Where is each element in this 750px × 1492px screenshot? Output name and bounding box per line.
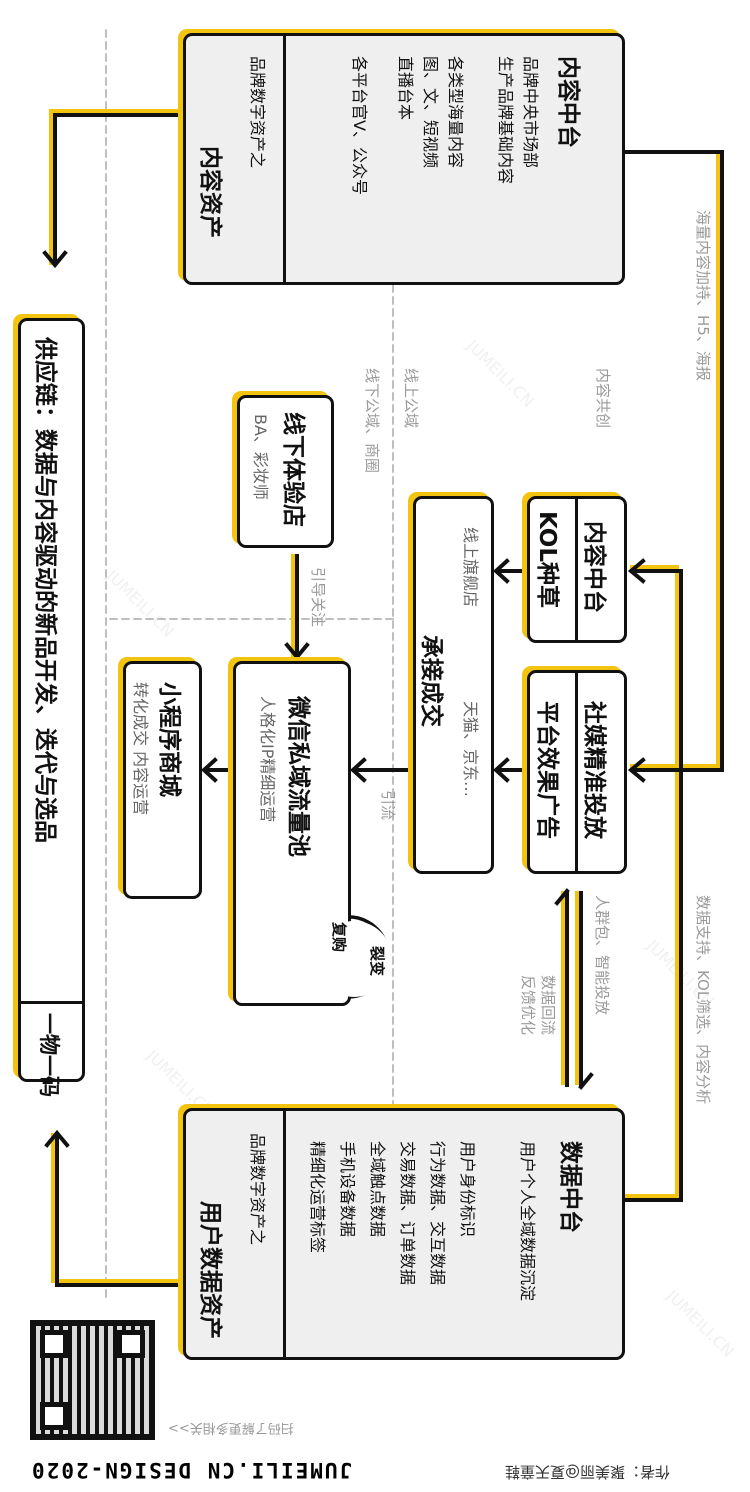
content-asset-title: 内容资产: [197, 146, 223, 238]
data-asset-prefix: 品牌数字资产之: [248, 1133, 267, 1246]
label-targeting: 人群包、智能投放: [593, 895, 611, 1016]
connector-data-to-kol: [623, 569, 683, 1202]
content-hub-line: 图、文、短视频: [421, 56, 440, 169]
wechat-pool-sub: 人格化IP精细运营: [258, 696, 277, 823]
brand-footer: JUMEILI.CN DESIGN-2020: [30, 1458, 353, 1482]
qr-finder: [40, 1330, 68, 1358]
data-hub-title: 数据中台: [557, 1141, 583, 1233]
content-hub-line: 各类型海量内容: [446, 56, 465, 169]
deal-box: 线上旗舰店 天猫、京东… 承接成交: [413, 496, 494, 874]
wechat-pool-title: 微信私域流量池: [285, 696, 311, 857]
label-co-create: 内容共创: [594, 368, 612, 429]
connector-shadow: [51, 1133, 185, 1283]
arrow-right-icon: [284, 642, 310, 661]
arrow-down-icon: [627, 757, 646, 783]
arrow-right-icon: [42, 250, 68, 269]
arrow-down-icon: [493, 757, 510, 783]
kol-box-top: 内容中台: [581, 521, 607, 613]
label-content-support: 海量内容加持、H5、海报: [694, 210, 712, 381]
connector-content-to-supply: [53, 113, 185, 265]
mini-program-title: 小程序商城: [156, 682, 182, 797]
label-traffic: 引流: [379, 790, 397, 821]
content-hub-line: 品牌中央市场部: [521, 56, 540, 169]
divider: [21, 1001, 82, 1004]
arrow-left-icon: [554, 888, 570, 906]
data-hub-line: 行为数据、交互数据: [428, 1141, 447, 1286]
label-guide-follow: 引导关注: [309, 567, 327, 628]
label-data-support: 数据支持、KOL筛选、内容分析: [694, 895, 712, 1105]
supply-chain-box: 供应链：数据与内容驱动的新品开发、迭代与选品 一物一码: [18, 318, 85, 1097]
offline-store-sub: BA、彩妆师: [251, 414, 270, 500]
deal-title: 承接成交: [418, 635, 444, 727]
divider: [283, 1111, 286, 1357]
data-hub-line: 用户身份标识: [458, 1141, 477, 1238]
content-asset-prefix: 品牌数字资产之: [248, 56, 267, 169]
content-hub-title: 内容中台: [555, 56, 581, 148]
data-hub-box: 数据中台 用户个人全域数据沉淀 用户身份标识 行为数据、交互数据 交易数据、订单…: [183, 1108, 625, 1360]
qr-finder: [40, 1402, 68, 1430]
label-online-public: 线上公域: [402, 368, 420, 429]
arrow-right-icon: [578, 1072, 594, 1090]
divider: [283, 36, 286, 282]
one-item-one-code: 一物一码: [37, 1013, 61, 1097]
arrow-down-icon: [627, 558, 646, 584]
arrow-down-icon: [350, 757, 367, 783]
connector-shadow: [619, 565, 679, 1198]
ads-box-top: 社媒精准投放: [581, 701, 607, 839]
content-hub-line: 直播台本: [396, 56, 415, 121]
qr-hint: 扫码了解更多相关>>: [168, 1420, 294, 1435]
supply-chain-title: 供应链：数据与内容驱动的新品开发、迭代与选品: [32, 337, 58, 843]
social-ads-box: 社媒精准投放 平台效果广告: [527, 670, 627, 874]
offline-store-box: 线下体验店 BA、彩妆师: [237, 395, 334, 548]
offline-store-title: 线下体验店: [280, 412, 306, 527]
mini-program-box: 小程序商城 转化成交 内容运营: [123, 661, 202, 899]
label-offline-public: 线下公域、商圈: [363, 368, 381, 474]
data-asset-title: 用户数据资产: [197, 1201, 223, 1339]
data-hub-line: 交易数据、订单数据: [398, 1141, 417, 1286]
arrow-down-icon: [201, 757, 218, 783]
qr-code[interactable]: [30, 1320, 155, 1440]
connector-shadow: [49, 109, 185, 265]
content-hub-line: 各平台官V、公众号: [350, 56, 369, 195]
connector-data-to-supply: [55, 1133, 185, 1287]
data-hub-line: 用户个人全域数据沉淀: [518, 1141, 537, 1302]
arrow-left-icon: [44, 1129, 70, 1148]
cycle-fission: 裂变: [368, 946, 386, 977]
kol-seeding-box: 内容中台 KOL种草: [527, 496, 627, 643]
content-hub-box: 内容中台 品牌中央市场部 生产品牌基础内容 各类型海量内容 图、文、短视频 直播…: [183, 33, 625, 285]
ads-box-bottom: 平台效果广告: [534, 701, 560, 839]
arrow-down-icon: [493, 558, 510, 584]
data-hub-line: 精细化运营标签: [308, 1141, 327, 1254]
label-feedback: 反馈优化: [519, 975, 537, 1036]
label-data-return: 数据回流: [539, 975, 557, 1036]
divider: [575, 499, 578, 640]
deal-sub-flagship: 线上旗舰店: [461, 527, 480, 608]
data-hub-line: 全域触点数据: [368, 1141, 387, 1238]
content-hub-line: 生产品牌基础内容: [496, 56, 515, 185]
author-credit: 作者：聚美丽@夏天童鞋: [505, 1463, 671, 1481]
connector-content-to-ads: [623, 150, 724, 772]
mini-program-sub: 转化成交 内容运营: [131, 682, 150, 816]
divider: [575, 673, 578, 871]
qr-finder: [117, 1330, 145, 1358]
deal-sub-platforms: 天猫、京东…: [461, 701, 480, 798]
kol-box-bottom: KOL种草: [534, 511, 560, 608]
data-hub-line: 手机设备数据: [338, 1141, 357, 1238]
cycle-repurchase: 复购: [330, 922, 348, 953]
